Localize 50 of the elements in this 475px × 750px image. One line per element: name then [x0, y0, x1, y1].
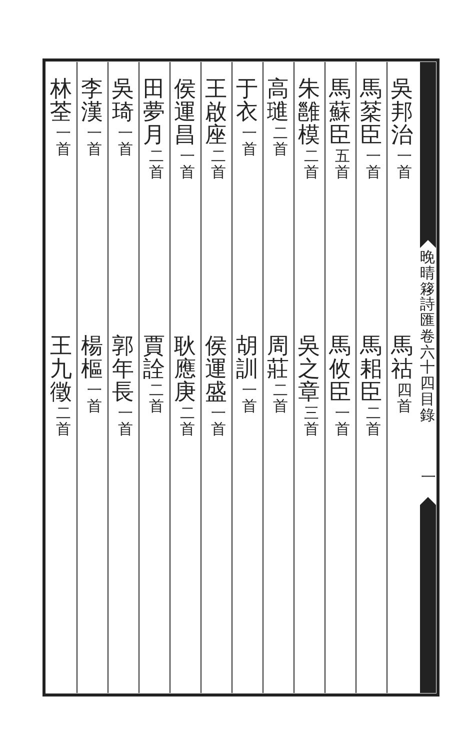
name-text: 馬攸臣	[329, 335, 351, 404]
name-text: 馬棻臣	[360, 78, 382, 148]
name-text: 楊樞	[81, 335, 103, 382]
name-text: 周莊	[267, 335, 289, 382]
name-text: 吳琦	[112, 78, 134, 124]
name-text: 胡訓	[236, 335, 258, 382]
name-text: 李漢	[81, 78, 103, 124]
name-text: 高璡	[267, 78, 289, 124]
poem-count-text: 二首	[304, 149, 319, 180]
poem-count-text: 一首	[397, 149, 412, 180]
name-text: 侯運盛	[205, 335, 227, 404]
poem-count-text: 二首	[273, 383, 288, 414]
poem-count-text: 二首	[366, 406, 381, 438]
poem-count-text: 一首	[242, 126, 257, 158]
poem-count-text: 二首	[56, 406, 71, 438]
name-text: 耿應庚	[174, 335, 196, 404]
poem-count-text: 五首	[335, 149, 350, 180]
name-text: 賈詮	[143, 335, 165, 382]
poem-count-text: 三首	[304, 406, 319, 438]
page-number: 一	[421, 470, 436, 486]
name-text: 馬蘇臣	[329, 78, 351, 148]
poem-count-text: 一首	[242, 383, 257, 414]
poem-count-text: 一首	[87, 383, 102, 414]
poem-count-text: 一首	[211, 406, 226, 438]
poem-count-text: 二首	[149, 149, 164, 180]
name-text: 朱雝模	[298, 78, 320, 148]
poem-count-text: 一首	[366, 149, 381, 180]
poem-count-text: 二首	[211, 149, 226, 180]
name-text: 林荃	[50, 78, 72, 124]
name-text: 王啟座	[205, 78, 227, 148]
poem-count-text: 一首	[118, 126, 133, 158]
poem-count-text: 一首	[118, 406, 133, 438]
poem-count-text: 二首	[273, 126, 288, 158]
name-text: 田夢月	[143, 78, 165, 148]
poem-count-text: 二首	[149, 383, 164, 414]
poem-count-text: 一首	[87, 126, 102, 158]
name-text: 馬耜臣	[360, 335, 382, 404]
poem-count-text: 一首	[180, 149, 195, 180]
name-text: 郭年長	[112, 335, 134, 404]
name-text: 吳邦治	[391, 78, 413, 148]
poem-count-text: 二首	[180, 406, 195, 438]
name-text: 侯運昌	[174, 78, 196, 148]
name-text: 于衣	[236, 78, 258, 124]
name-text: 吳之章	[298, 335, 320, 404]
volume-title: 晚晴簃詩匯卷六十四目錄	[420, 250, 435, 424]
poem-count-text: 一首	[56, 126, 71, 158]
name-text: 王九徵	[50, 335, 72, 404]
poem-count-text: 四首	[397, 383, 412, 414]
name-text: 馬祜	[391, 335, 413, 382]
poem-count-text: 一首	[335, 406, 350, 438]
